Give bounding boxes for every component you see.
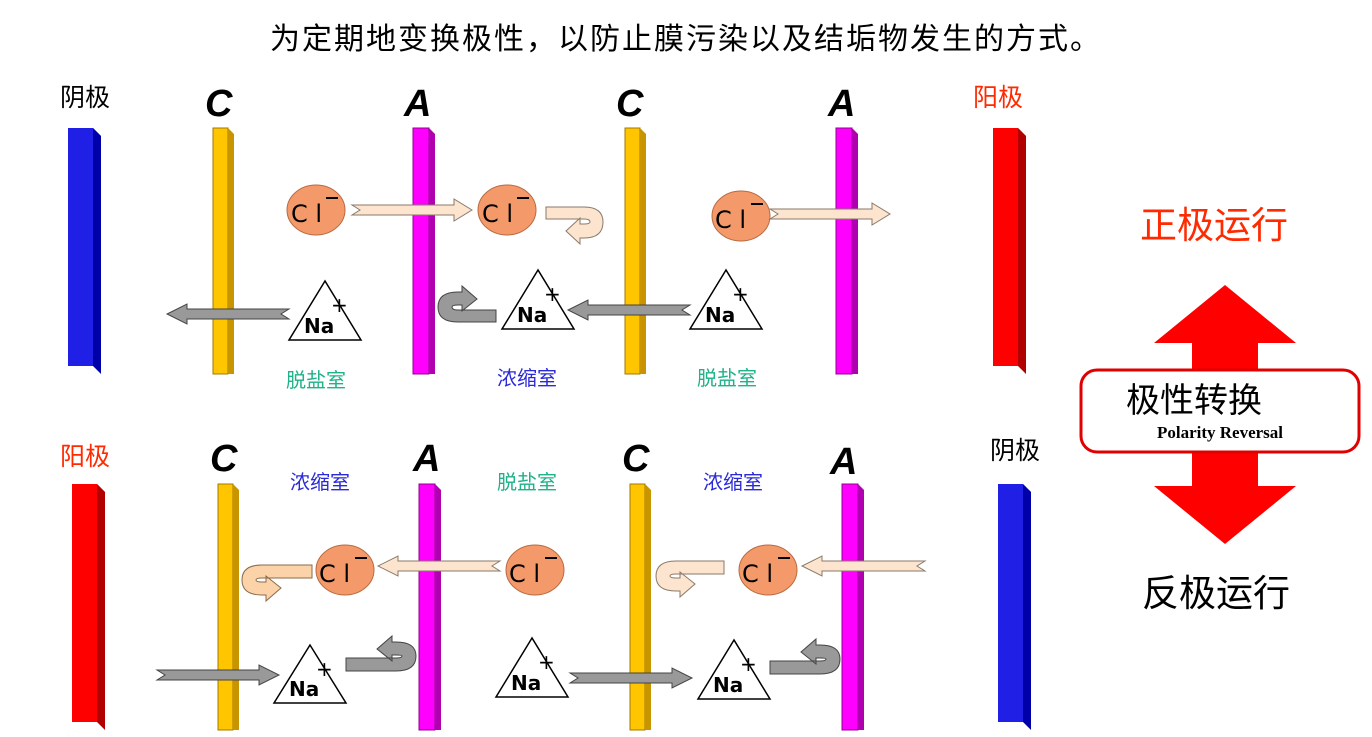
ion-label: C l bbox=[482, 200, 513, 228]
bottom-na-ion-1: Na + bbox=[272, 643, 348, 704]
top-right-electrode bbox=[993, 128, 1026, 374]
polarity-reversal-label-cn: 极性转换 bbox=[1126, 381, 1262, 421]
ion-label: Na bbox=[517, 303, 547, 327]
bottom-membrane-a2-label: A bbox=[829, 441, 857, 483]
svg-text:+: + bbox=[732, 282, 749, 306]
top-na-uturn-arrow bbox=[437, 284, 497, 323]
ion-label: Na bbox=[511, 671, 541, 695]
top-na-ion-1: Na + bbox=[287, 279, 363, 341]
bottom-left-electrode bbox=[72, 484, 105, 730]
top-cl-uturn-arrow bbox=[545, 206, 604, 246]
bottom-na-ion-2: Na + bbox=[494, 636, 570, 698]
polarity-reversal-label-en: Polarity Reversal bbox=[1157, 423, 1283, 442]
bottom-chamber-label-3: 浓缩室 bbox=[703, 470, 763, 494]
top-membrane-a1-label: A bbox=[403, 83, 431, 125]
bottom-right-electrode bbox=[998, 484, 1031, 730]
bottom-right-electrode-label: 阴极 bbox=[990, 436, 1040, 465]
top-na-arrow-3 bbox=[566, 299, 692, 321]
top-membrane-a1 bbox=[412, 127, 435, 375]
top-chamber-label-2: 浓缩室 bbox=[497, 366, 557, 390]
top-cl-ion-1: C l bbox=[286, 184, 346, 236]
page-title: 为定期地变换极性，以防止膜污染以及结垢物发生的方式。 bbox=[270, 22, 1102, 57]
svg-text:+: + bbox=[538, 650, 555, 674]
bottom-cl-arrow-2 bbox=[376, 555, 502, 577]
polarity-panel: 正极运行 极性转换 Polarity Reversal 反极运行 bbox=[1079, 204, 1361, 615]
svg-text:+: + bbox=[316, 657, 333, 681]
bottom-membrane-a2 bbox=[841, 483, 864, 731]
ion-label: Na bbox=[705, 303, 735, 327]
ion-label: C l bbox=[319, 560, 350, 588]
reverse-operation-label: 反极运行 bbox=[1142, 572, 1290, 615]
top-na-ion-2: Na + bbox=[500, 268, 576, 330]
top-membrane-c2-label: C bbox=[616, 83, 644, 125]
top-membrane-c2 bbox=[624, 127, 646, 375]
bottom-left-electrode-label: 阳极 bbox=[60, 442, 110, 471]
bottom-cl-ion-3: C l bbox=[738, 544, 798, 596]
top-section: C l C l C l Na + Na + Na bbox=[60, 83, 1026, 392]
top-membrane-a2 bbox=[835, 127, 858, 375]
top-chamber-label-3: 脱盐室 bbox=[697, 366, 757, 390]
top-cl-arrow-3 bbox=[768, 202, 891, 226]
top-left-electrode bbox=[68, 128, 101, 374]
bottom-membrane-c1-label: C bbox=[210, 438, 238, 480]
top-left-electrode-label: 阴极 bbox=[60, 83, 110, 112]
bottom-cl-uturn-arrow-1 bbox=[241, 564, 313, 603]
bottom-cl-ion-2: C l bbox=[505, 544, 565, 596]
bottom-membrane-c2 bbox=[629, 483, 651, 731]
bottom-membrane-a1 bbox=[418, 483, 441, 731]
bottom-membrane-c2-label: C bbox=[622, 438, 650, 480]
top-cl-ion-3: C l bbox=[711, 190, 771, 242]
ion-label: C l bbox=[509, 560, 540, 588]
svg-text:+: + bbox=[331, 293, 348, 317]
bottom-cl-arrow-3 bbox=[800, 555, 927, 577]
bottom-na-uturn-arrow-2 bbox=[769, 637, 841, 675]
svg-text:+: + bbox=[740, 652, 757, 676]
ion-label: C l bbox=[742, 560, 773, 588]
svg-text:+: + bbox=[544, 282, 561, 306]
forward-operation-label: 正极运行 bbox=[1140, 204, 1288, 247]
ion-label: Na bbox=[713, 673, 743, 697]
bottom-cl-ion-1: C l bbox=[315, 544, 375, 596]
bottom-na-arrow-1 bbox=[155, 664, 281, 686]
bottom-membrane-c1 bbox=[217, 483, 239, 731]
top-membrane-a2-label: A bbox=[827, 83, 855, 125]
bottom-membrane-a1-label: A bbox=[412, 438, 440, 480]
bottom-na-ion-3: Na + bbox=[696, 638, 772, 700]
bottom-chamber-label-2: 脱盐室 bbox=[497, 470, 557, 494]
top-cl-arrow-1 bbox=[350, 198, 473, 222]
bottom-na-uturn-arrow-1 bbox=[345, 634, 417, 672]
top-chamber-label-1: 脱盐室 bbox=[286, 368, 346, 392]
bottom-chamber-label-1: 浓缩室 bbox=[290, 470, 350, 494]
ion-label: C l bbox=[291, 200, 322, 228]
polarity-reversal-box bbox=[1079, 368, 1361, 454]
top-na-ion-3: Na + bbox=[688, 268, 764, 330]
top-na-arrow-1 bbox=[165, 303, 291, 325]
ion-label: Na bbox=[289, 677, 319, 701]
ion-label: C l bbox=[715, 206, 746, 234]
top-membrane-c1-label: C bbox=[205, 83, 233, 125]
bottom-section: C l C l C l Na + Na + bbox=[60, 436, 1040, 731]
top-membrane-c1 bbox=[212, 127, 234, 375]
top-right-electrode-label: 阳极 bbox=[973, 83, 1023, 112]
bottom-cl-uturn-arrow-2 bbox=[655, 560, 725, 599]
top-cl-ion-2: C l bbox=[477, 184, 537, 236]
bottom-na-arrow-2 bbox=[568, 667, 694, 689]
ion-label: Na bbox=[304, 314, 334, 338]
